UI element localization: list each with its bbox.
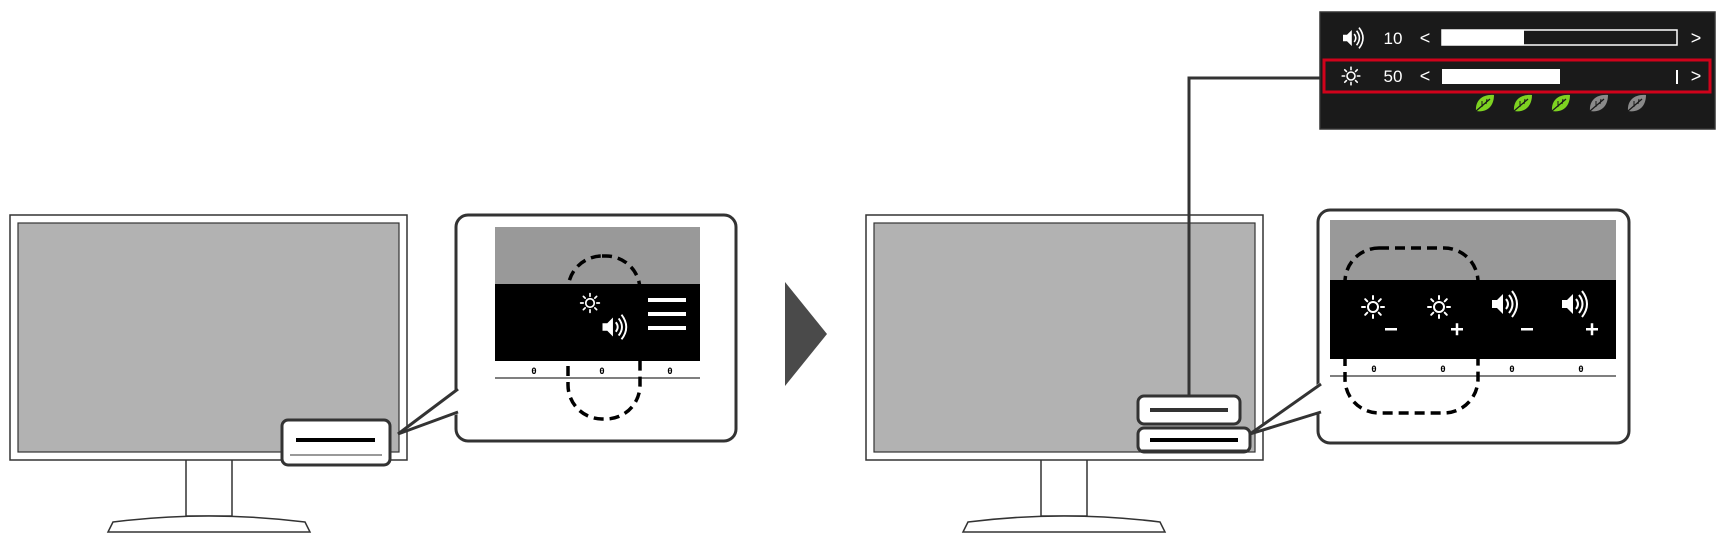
osd-brightness-row: 50 < > [1341,66,1702,86]
volume-increase-arrow[interactable]: > [1691,28,1702,48]
brightness-bar-fill [1442,69,1560,84]
monitor-stand-base [961,515,1167,533]
left-monitor [9,214,408,533]
osd-volume-row: 10 < > [1342,26,1702,50]
monitor-stand-base [106,515,312,533]
brightness-default-marker [1676,70,1678,84]
button-mark-4: 0 [1578,365,1583,375]
button-area-highlight [280,418,392,467]
brightness-increase-arrow[interactable]: > [1691,66,1702,86]
brightness-decrease-arrow[interactable]: < [1420,66,1431,86]
right-callout: 0 0 0 0 [1249,208,1631,445]
right-monitor [865,214,1264,533]
button-mark-1: 0 [1371,365,1376,375]
button-mark-2: 0 [1440,365,1445,375]
volume-value: 10 [1384,29,1403,48]
volume-down-icon [1491,290,1533,331]
menu-icon [648,298,686,330]
monitor-stand-neck [185,457,233,517]
osd-panel: 10 < > 50 < > [1319,11,1716,130]
osd-connector-line [1187,76,1328,397]
button-mark-2: 0 [599,367,604,377]
next-step-arrow [785,282,827,386]
brightness-value: 50 [1384,67,1403,86]
button-mark-1: 0 [531,367,536,377]
button-mark-3: 0 [667,367,672,377]
monitor-stand-neck [1040,457,1088,517]
button-mark-3: 0 [1509,365,1514,375]
brightness-down-icon [1361,295,1397,331]
dashed-button-group [566,254,642,421]
volume-bar-fill [1442,30,1524,45]
left-callout: 0 0 0 [397,213,738,443]
volume-up-icon [1561,290,1598,336]
monitor-screen [17,222,400,453]
dashed-button-group [1343,246,1480,415]
volume-decrease-arrow[interactable]: < [1420,28,1431,48]
brightness-row-highlight [1322,58,1712,94]
brightness-up-icon [1427,295,1463,336]
